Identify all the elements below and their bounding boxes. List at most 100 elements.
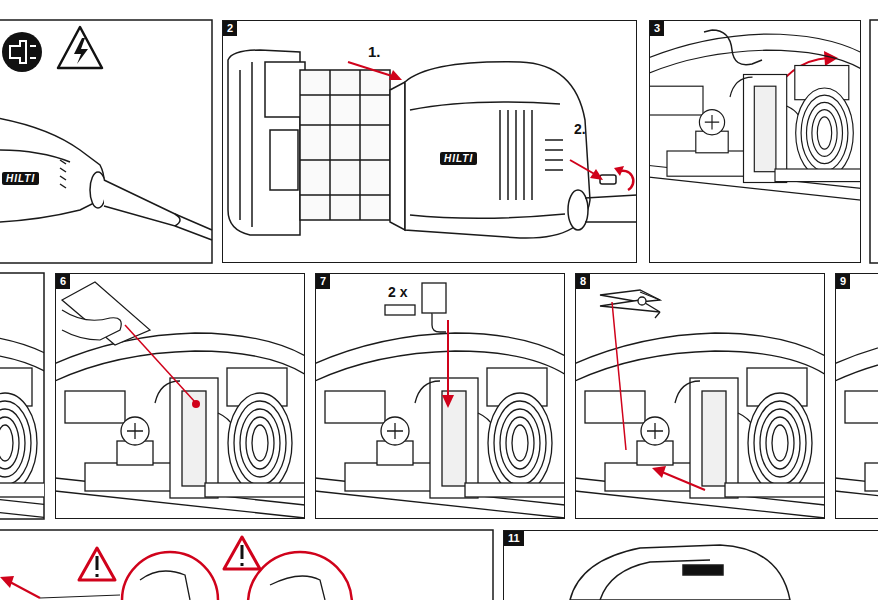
mechanism-part [442, 391, 466, 486]
mechanism-part [415, 381, 496, 448]
mechanism-part [744, 75, 787, 183]
step-panel: 7 [315, 273, 565, 519]
mechanism-part [667, 151, 753, 176]
mechanism-part [754, 86, 776, 172]
mechanism-part [702, 391, 726, 486]
mechanism-drawing [55, 333, 305, 518]
mechanism-part [205, 483, 305, 497]
mechanism-drawing [0, 333, 44, 518]
coil-spring [246, 417, 274, 469]
mechanism-part [387, 423, 403, 439]
coil-spring [817, 117, 831, 149]
coil-spring [0, 393, 37, 493]
exclamation-mark [96, 556, 99, 577]
mechanism-part [170, 378, 218, 498]
step-panel: 8 [575, 273, 825, 519]
step-panel: 6 [55, 273, 305, 519]
step-panel: 9 [835, 273, 878, 519]
detail-drawing [140, 571, 325, 600]
mechanism-part [725, 483, 825, 497]
coil-spring [748, 393, 812, 493]
step-number: 11 [504, 531, 524, 546]
step-number: 6 [56, 274, 70, 289]
direction-arrow [10, 582, 40, 598]
hand-with-cloth [62, 282, 150, 345]
detail-circle [122, 552, 218, 600]
screw [121, 417, 149, 445]
coil-spring [506, 417, 534, 469]
screw [699, 110, 724, 135]
coil-spring [0, 401, 31, 485]
coil-spring [512, 425, 528, 461]
mechanism-part [675, 381, 756, 448]
mechanism-drawing [0, 333, 44, 518]
coil-spring [772, 425, 788, 461]
pliers [600, 290, 660, 318]
mechanism-part [65, 391, 125, 423]
screw [641, 417, 669, 445]
step-panel: 2 [222, 20, 637, 263]
tool-drawing [228, 50, 637, 238]
arrow-head [442, 395, 454, 408]
mechanism-part [690, 378, 738, 498]
mechanism-drawing [575, 333, 825, 518]
step-number: 9 [836, 274, 850, 289]
coil-spring [0, 417, 19, 469]
mechanism-drawing [835, 333, 878, 518]
step-number: 3 [650, 21, 664, 36]
hook-tool [704, 30, 762, 65]
mechanism-drawing [55, 333, 305, 518]
coil-spring [488, 393, 552, 493]
warning-triangle [79, 548, 115, 580]
coil-spring [766, 417, 794, 469]
step-label: 2 x [388, 284, 407, 300]
arrow-head [0, 576, 14, 588]
coil-spring [494, 401, 546, 485]
arrow-head [652, 466, 666, 478]
panel-frame [0, 530, 493, 600]
coil-spring [252, 425, 268, 461]
mechanism-part [325, 391, 385, 423]
tool-drawing [0, 118, 212, 240]
brand-logo: HILTI [2, 172, 39, 185]
mechanism-part [127, 423, 143, 439]
coil-spring [812, 110, 837, 157]
mechanism-part [649, 86, 703, 115]
lightning-symbol [74, 38, 88, 64]
mechanism-part [647, 423, 663, 439]
mechanism-part [182, 391, 206, 486]
unplug-icon [2, 32, 42, 72]
coil-spring [228, 393, 292, 493]
mechanism-drawing [575, 333, 825, 518]
arrow-head [614, 166, 624, 176]
step-label: 2. [574, 121, 586, 137]
screw [381, 417, 409, 445]
mechanism-part [775, 169, 861, 182]
target-dot [192, 400, 200, 408]
coil-spring [234, 401, 286, 485]
coil-spring [0, 425, 13, 461]
mechanism-part [430, 378, 478, 498]
mechanism-part [0, 483, 44, 497]
coil-spring [0, 409, 25, 477]
step-number: 7 [316, 274, 330, 289]
direction-arrow [447, 320, 449, 398]
brand-logo: HILTI [440, 152, 477, 165]
mechanism-drawing [835, 333, 878, 518]
mechanism-part [0, 478, 44, 518]
mechanism-part [155, 381, 236, 448]
leader-line [612, 302, 626, 450]
mechanism-part [345, 463, 440, 491]
exclamation-mark [241, 545, 244, 566]
carbon-brush [385, 283, 446, 332]
panel-frame [870, 20, 878, 263]
mechanism-drawing [315, 333, 565, 518]
warning-triangle [58, 27, 102, 68]
mechanism-part [585, 391, 645, 423]
coil-spring [754, 401, 806, 485]
mechanism-part [85, 463, 180, 491]
coil-spring [240, 409, 280, 477]
step-number: 8 [576, 274, 590, 289]
